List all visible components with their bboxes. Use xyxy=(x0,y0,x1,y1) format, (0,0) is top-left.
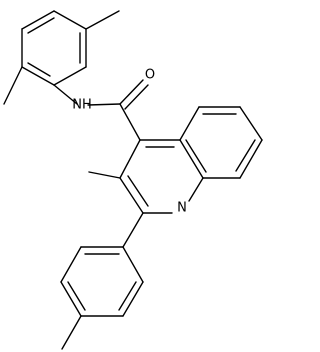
bond xyxy=(235,139,256,172)
bond xyxy=(27,17,55,34)
quinoline-nitrogen-label: N xyxy=(177,201,187,216)
bond xyxy=(239,106,263,141)
bond xyxy=(119,103,141,141)
bond xyxy=(185,139,207,173)
bond xyxy=(67,281,86,311)
bond xyxy=(118,281,137,311)
bond xyxy=(127,175,149,207)
bond xyxy=(179,106,200,141)
bond xyxy=(21,66,55,86)
bond xyxy=(88,171,121,179)
bond xyxy=(60,281,82,317)
amide-nh-label: NH xyxy=(72,98,92,113)
bond xyxy=(60,246,82,283)
bond xyxy=(122,281,144,317)
molecule-structure: O NH N xyxy=(3,10,263,350)
bond xyxy=(188,177,204,202)
bond xyxy=(122,212,144,248)
structure-canvas: O NH N xyxy=(3,10,263,350)
bond xyxy=(27,62,51,77)
bond xyxy=(85,10,120,30)
bond xyxy=(61,315,82,350)
bond xyxy=(87,103,121,106)
oxygen-atom-label: O xyxy=(145,68,155,83)
bond xyxy=(122,246,144,283)
bond xyxy=(3,66,23,105)
bond xyxy=(53,66,87,86)
bond xyxy=(53,10,87,30)
bond xyxy=(21,10,55,30)
bond xyxy=(179,139,204,179)
bond xyxy=(53,84,78,105)
bond xyxy=(119,177,144,214)
bond xyxy=(239,139,263,179)
bond xyxy=(124,84,149,110)
bond xyxy=(119,139,141,179)
bond xyxy=(119,79,144,105)
